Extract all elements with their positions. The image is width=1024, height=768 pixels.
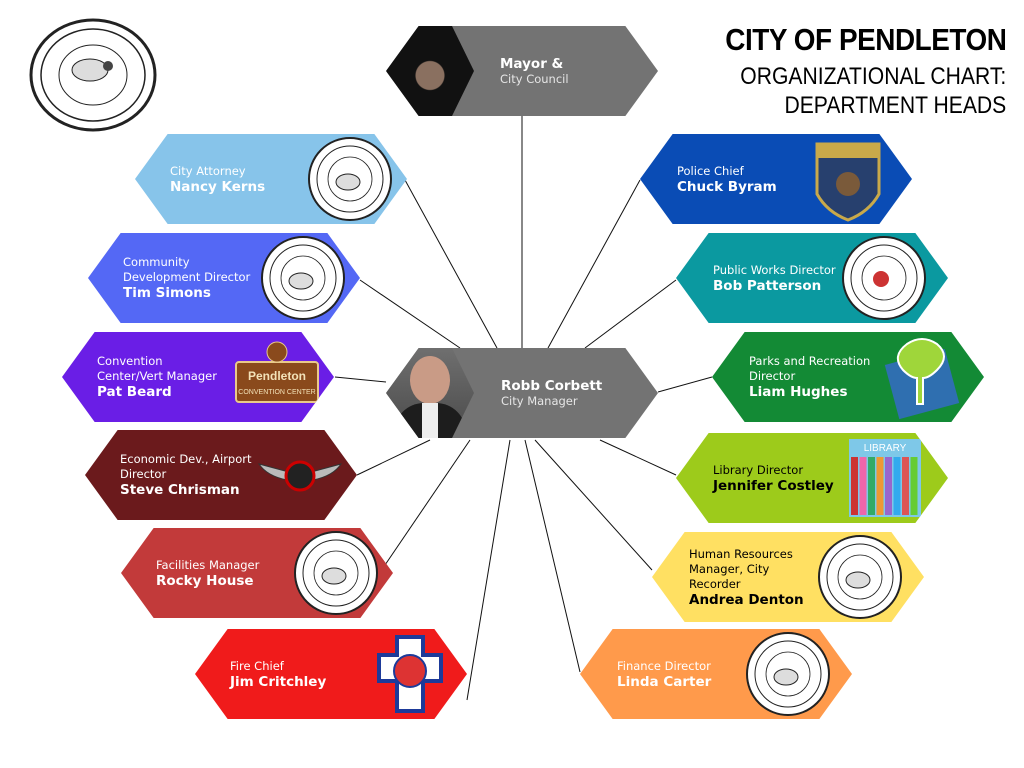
mayor-council-node: Mayor & City Council bbox=[386, 26, 658, 116]
node-name: Andrea Denton bbox=[689, 591, 804, 608]
city-seal-icon bbox=[746, 632, 830, 716]
connector-line bbox=[359, 279, 461, 349]
department-node: Police Chief Chuck Byram bbox=[640, 134, 912, 224]
node-role: Facilities Manager bbox=[156, 557, 260, 572]
node-role: City Manager bbox=[501, 393, 578, 408]
city-seal-icon bbox=[818, 535, 902, 619]
department-node: Facilities Manager Rocky House bbox=[121, 528, 393, 618]
department-node: Library Director Jennifer Costley LIBRAR… bbox=[676, 433, 948, 523]
node-name: Jennifer Costley bbox=[713, 477, 834, 494]
department-node: City Attorney Nancy Kerns bbox=[135, 134, 407, 224]
node-role: Fire Chief bbox=[230, 658, 284, 673]
node-name: Bob Patterson bbox=[713, 277, 822, 294]
node-name: Robb Corbett bbox=[501, 377, 603, 394]
department-node: Parks and Recreation Director Liam Hughe… bbox=[712, 332, 984, 422]
city-seal-icon bbox=[308, 137, 392, 221]
connector-line bbox=[334, 376, 387, 383]
node-role: Community Development Director bbox=[123, 255, 251, 284]
city-seal-logo bbox=[29, 18, 157, 132]
node-role: Parks and Recreation Director bbox=[749, 354, 871, 383]
department-node: Fire Chief Jim Critchley bbox=[195, 629, 467, 719]
node-name: Linda Carter bbox=[617, 673, 712, 690]
node-role: Finance Director bbox=[617, 658, 711, 673]
node-role: City Council bbox=[500, 71, 569, 86]
department-node: Public Works Director Bob Patterson bbox=[676, 233, 948, 323]
connector-line bbox=[466, 439, 511, 701]
node-name: Tim Simons bbox=[123, 285, 211, 301]
department-node: Finance Director Linda Carter bbox=[580, 629, 852, 719]
node-name: Pat Beard bbox=[97, 384, 172, 400]
parks-tree-icon bbox=[884, 338, 960, 420]
svg-text:CONVENTION CENTER: CONVENTION CENTER bbox=[238, 389, 315, 396]
connector-line bbox=[524, 439, 581, 673]
svg-text:Pendleton: Pendleton bbox=[248, 369, 306, 383]
node-name: Nancy Kerns bbox=[170, 178, 266, 195]
node-name: Mayor & bbox=[500, 55, 564, 72]
public-works-seal-icon bbox=[842, 236, 926, 320]
node-role: Police Chief bbox=[677, 163, 744, 178]
connector-line bbox=[356, 439, 431, 476]
subtitle-line: DEPARTMENT HEADS bbox=[784, 92, 1006, 119]
city-police-badge-icon bbox=[815, 142, 881, 222]
department-node: Community Development Director Tim Simon… bbox=[88, 233, 360, 323]
node-role: Economic Dev., Airport Director bbox=[120, 452, 252, 481]
connector-line bbox=[384, 439, 471, 566]
airport-wings-logo bbox=[257, 460, 343, 492]
department-node: Convention Center/Vert Manager Pat Beard… bbox=[62, 332, 334, 422]
city-seal-icon bbox=[294, 531, 378, 615]
node-name: Chuck Byram bbox=[677, 178, 777, 195]
node-name: Rocky House bbox=[156, 572, 254, 589]
subtitle-line: ORGANIZATIONAL CHART: bbox=[740, 63, 1006, 90]
node-role: Library Director bbox=[713, 462, 804, 477]
node-name: Jim Critchley bbox=[230, 673, 327, 690]
fire-department-badge-icon bbox=[377, 635, 443, 713]
node-name: Liam Hughes bbox=[749, 384, 848, 400]
city-seal-icon bbox=[261, 236, 345, 320]
connector-line bbox=[534, 439, 653, 571]
connector-line bbox=[584, 279, 677, 349]
page-subtitle: ORGANIZATIONAL CHART: DEPARTMENT HEADS bbox=[740, 62, 1006, 120]
connector-line bbox=[404, 179, 498, 349]
svg-text:LIBRARY: LIBRARY bbox=[864, 443, 907, 454]
node-role: Public Works Director bbox=[713, 262, 836, 277]
connector-line bbox=[657, 376, 713, 393]
node-name: Steve Chrisman bbox=[120, 482, 240, 498]
page-title: CITY OF PENDLETON bbox=[724, 22, 1007, 57]
node-role: Human Resources Manager, City Recorder bbox=[689, 546, 793, 591]
department-node: Human Resources Manager, City Recorder A… bbox=[652, 532, 924, 622]
department-node: Economic Dev., Airport Director Steve Ch… bbox=[85, 430, 357, 520]
node-role: City Attorney bbox=[170, 163, 246, 178]
connector-line bbox=[547, 179, 641, 349]
library-books-icon: LIBRARY bbox=[849, 439, 921, 517]
city-manager-node: Robb Corbett City Manager bbox=[386, 348, 658, 438]
connector-line bbox=[599, 439, 677, 476]
node-role: Convention Center/Vert Manager bbox=[97, 354, 217, 383]
